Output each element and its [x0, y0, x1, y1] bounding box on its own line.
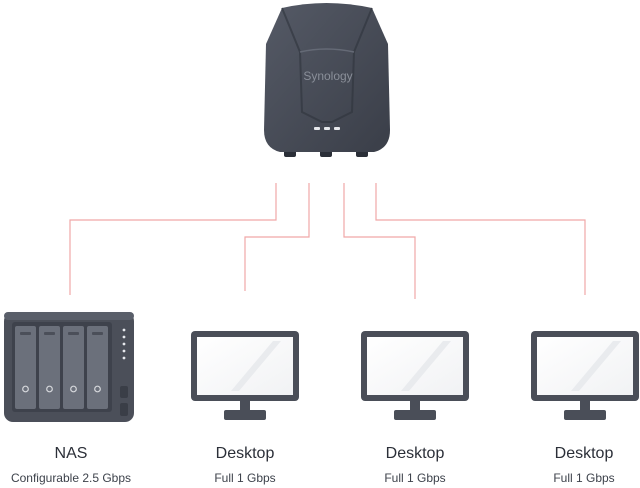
device-name: NAS [54, 445, 88, 462]
monitor-icon [361, 331, 469, 420]
device-speed: Configurable 2.5 Gbps [10, 471, 132, 485]
connection-line-desktop-1 [244, 183, 310, 291]
device-speed: Full 1 Gbps [553, 471, 615, 485]
connection-lines [69, 183, 586, 299]
device-speed: Full 1 Gbps [214, 471, 276, 485]
nas-icon [4, 312, 134, 422]
device-name: Desktop [385, 445, 445, 462]
monitor-icon [191, 331, 299, 420]
connection-line-desktop-3 [375, 183, 586, 295]
device-name: Desktop [554, 445, 614, 462]
monitor-icon [531, 331, 639, 420]
connection-line-nas [69, 183, 277, 295]
router-brand: Synology [303, 69, 352, 83]
device-speed: Full 1 Gbps [384, 471, 446, 485]
router-icon: Synology [264, 3, 390, 157]
connection-line-desktop-2 [343, 183, 416, 299]
device-name: Desktop [215, 445, 275, 462]
